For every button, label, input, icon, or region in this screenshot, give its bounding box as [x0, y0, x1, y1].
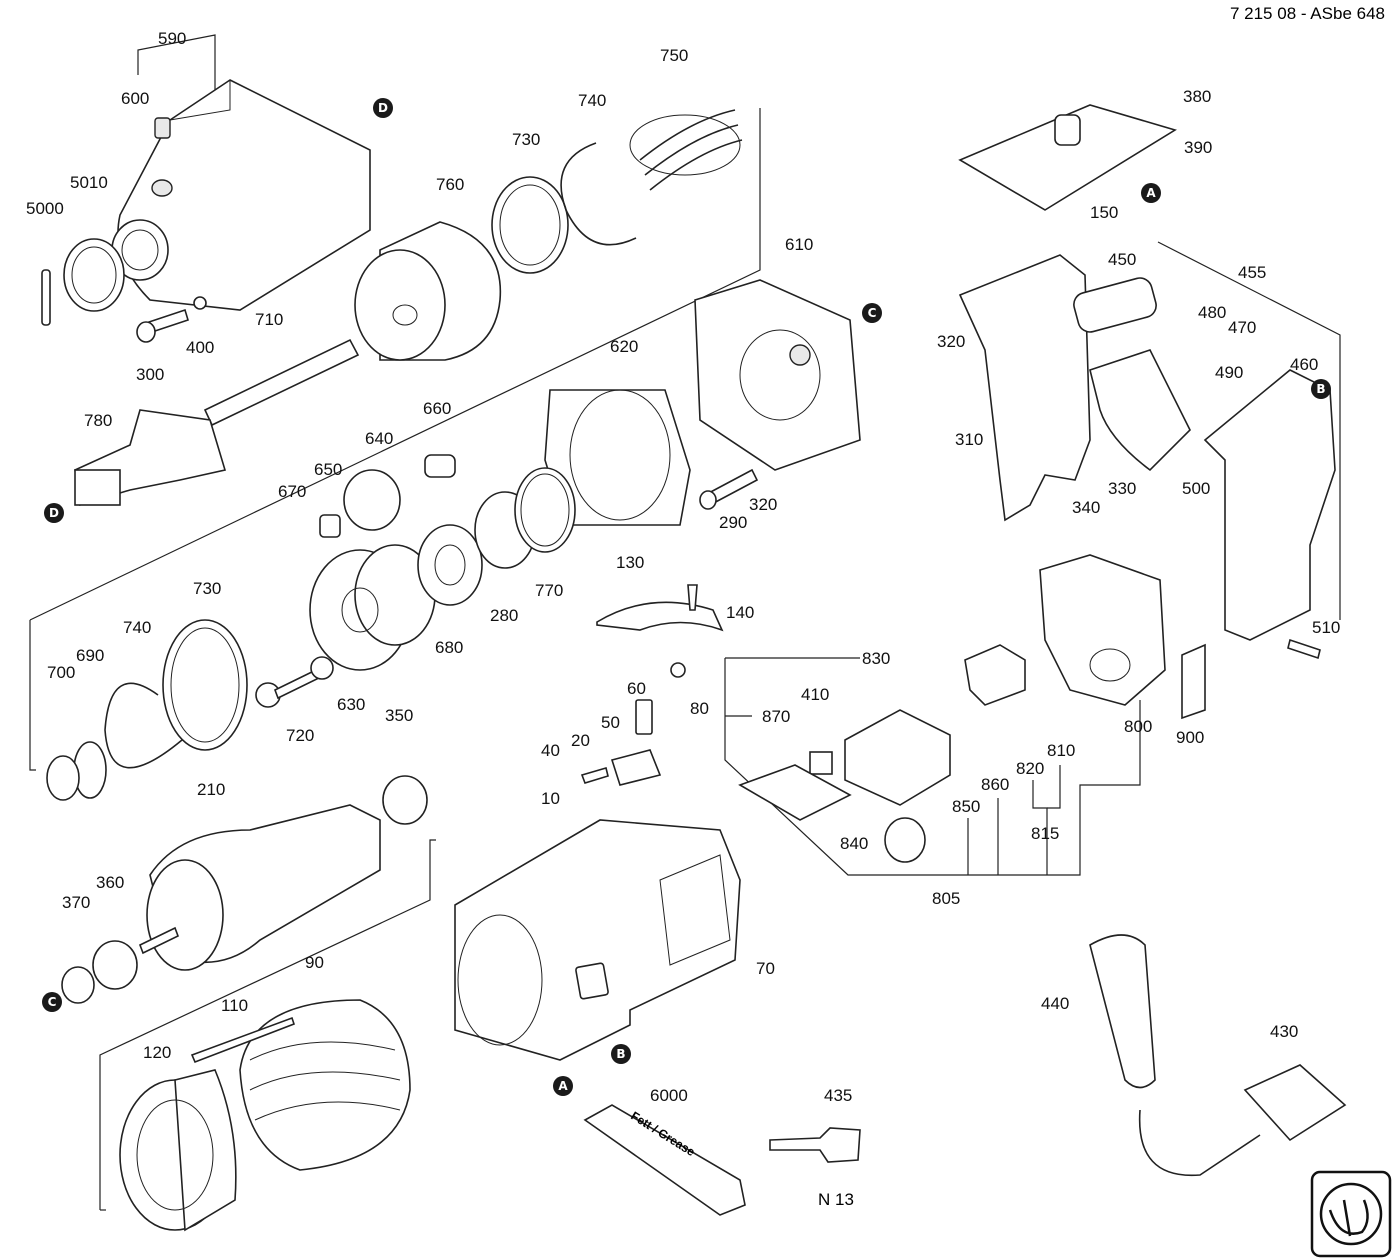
part-label-490: 490	[1215, 363, 1243, 382]
marker-A2-letter: A	[558, 1079, 568, 1093]
part-label-630: 630	[337, 695, 365, 714]
part-label-450: 450	[1108, 250, 1136, 269]
part-label-480: 480	[1198, 303, 1226, 322]
marker-C1: C	[862, 303, 882, 323]
part-label-340: 340	[1072, 498, 1100, 517]
part-label-500: 500	[1182, 479, 1210, 498]
part-label-5000: 5000	[26, 199, 64, 218]
part-label-290: 290	[719, 513, 747, 532]
marker-C2: C	[42, 992, 62, 1012]
part-label-90: 90	[305, 953, 324, 972]
part-label-6000: 6000	[650, 1086, 688, 1105]
part-label-110: 110	[221, 996, 248, 1015]
part-label-300: 300	[136, 365, 164, 384]
marker-D1: D	[373, 98, 393, 118]
part-label-870: 870	[762, 707, 790, 726]
part-label-720: 720	[286, 726, 314, 745]
part-label-860: 860	[981, 775, 1009, 794]
part-label-80: 80	[690, 699, 709, 718]
part-label-320-top: 320	[937, 332, 965, 351]
part-label-670: 670	[278, 482, 306, 501]
marker-B2-letter: B	[616, 1047, 625, 1061]
part-label-470: 470	[1228, 318, 1256, 337]
part-label-460: 460	[1290, 355, 1318, 374]
marker-B1-letter: B	[1316, 382, 1325, 396]
marker-A1: A	[1141, 183, 1161, 203]
part-label-730: 730	[512, 130, 540, 149]
part-label-210: 210	[197, 780, 225, 799]
part-label-430: 430	[1270, 1022, 1298, 1041]
part-label-435: 435	[824, 1086, 852, 1105]
part-label-650: 650	[314, 460, 342, 479]
marker-D1-letter: D	[378, 101, 388, 115]
part-label-390: 390	[1184, 138, 1212, 157]
part-label-455: 455	[1238, 263, 1266, 282]
marker-A1-letter: A	[1146, 186, 1156, 200]
part-label-740-lower: 740	[123, 618, 151, 637]
part-label-360: 360	[96, 873, 124, 892]
part-label-370: 370	[62, 893, 90, 912]
part-label-310: 310	[955, 430, 983, 449]
part-label-440: 440	[1041, 994, 1069, 1013]
part-label-760: 760	[436, 175, 464, 194]
part-label-820: 820	[1016, 759, 1044, 778]
marker-D2: D	[44, 503, 64, 523]
document-id: 7 215 08 - ASbe 648	[1229, 4, 1385, 23]
fein-logo	[1310, 1170, 1392, 1258]
marker-A2: A	[553, 1076, 573, 1096]
marker-B2: B	[611, 1044, 631, 1064]
part-label-830: 830	[862, 649, 890, 668]
marker-C2-letter: C	[48, 995, 57, 1009]
part-label-600: 600	[121, 89, 149, 108]
part-label-840: 840	[840, 834, 868, 853]
part-label-330: 330	[1108, 479, 1136, 498]
part-label-620: 620	[610, 337, 638, 356]
model-code: N 13	[818, 1190, 854, 1209]
part-label-10: 10	[541, 789, 560, 808]
part-label-690: 690	[76, 646, 104, 665]
part-label-50: 50	[601, 713, 620, 732]
part-label-780: 780	[84, 411, 112, 430]
marker-C1-letter: C	[868, 306, 877, 320]
part-label-70: 70	[756, 959, 775, 978]
bracket-lines	[29, 34, 1341, 1211]
part-label-510: 510	[1312, 618, 1340, 637]
part-label-400: 400	[186, 338, 214, 357]
part-label-20: 20	[571, 731, 590, 750]
component-drawings	[41, 79, 1347, 1232]
part-label-660: 660	[423, 399, 451, 418]
part-label-680: 680	[435, 638, 463, 657]
part-label-710: 710	[255, 310, 283, 329]
marker-B1: B	[1311, 379, 1331, 399]
part-label-140: 140	[726, 603, 754, 622]
part-label-590: 590	[158, 29, 186, 48]
part-label-320-mid: 320	[749, 495, 777, 514]
part-label-350: 350	[385, 706, 413, 725]
part-label-770: 770	[535, 581, 563, 600]
part-label-810: 810	[1047, 741, 1075, 760]
part-label-730-lower: 730	[193, 579, 221, 598]
part-label-805: 805	[932, 889, 960, 908]
part-label-280: 280	[490, 606, 518, 625]
part-label-850: 850	[952, 797, 980, 816]
marker-D2-letter: D	[49, 506, 59, 520]
part-label-120: 120	[143, 1043, 171, 1062]
part-label-610: 610	[785, 235, 813, 254]
part-label-900: 900	[1176, 728, 1204, 747]
part-label-60: 60	[627, 679, 646, 698]
part-label-410: 410	[801, 685, 829, 704]
part-label-150: 150	[1090, 203, 1118, 222]
part-label-800: 800	[1124, 717, 1152, 736]
part-label-5010: 5010	[70, 173, 108, 192]
part-label-740: 740	[578, 91, 606, 110]
part-label-750: 750	[660, 46, 688, 65]
part-label-700: 700	[47, 663, 75, 682]
part-label-815: 815	[1031, 824, 1059, 843]
part-number-labels: 590 750 600 740 380 730 390 5010 760 150…	[26, 29, 1340, 1105]
part-label-380: 380	[1183, 87, 1211, 106]
part-label-640: 640	[365, 429, 393, 448]
part-label-40: 40	[541, 741, 560, 760]
part-label-130: 130	[616, 553, 644, 572]
